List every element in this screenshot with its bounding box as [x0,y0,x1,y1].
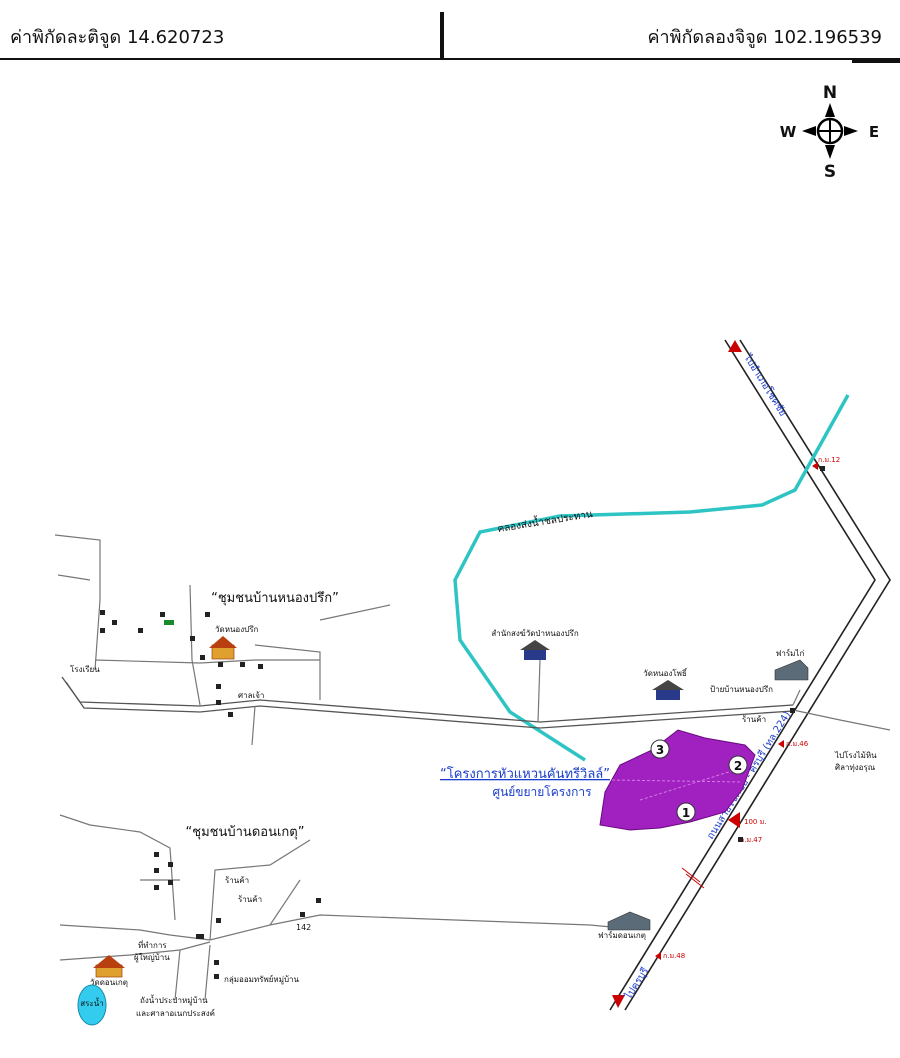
water-tank-label-2: และศาลาอเนกประสงค์ [136,1008,215,1018]
km-12-marker: ก.ม.12 [812,456,840,470]
community-nong-pruek: “ชุมชนบ้านหนองปรึก” [211,591,339,606]
temple-icon-2: วัดหนองโพธิ์ [643,667,688,700]
compass-e: E [869,123,879,141]
svg-text:100 ม.: 100 ม. [744,818,766,826]
wat-nong-pho-label: วัดหนองโพธิ์ [643,667,688,678]
latitude-label: ค่าพิกัดละติจูด 14.620723 [10,27,225,48]
header-rule-accent [852,60,900,63]
sign-village-label: ป้ายบ้านหนองปรึก [710,685,773,694]
number-142-label: 142 [296,923,311,932]
svg-text:ก.ม.46: ก.ม.46 [786,740,809,748]
km-48-marker: ก.ม.48 [655,952,685,960]
km-47-marker: 100 ม. ก.ม.47 [728,812,766,844]
irrigation-canal [453,394,850,762]
longitude-label: ค่าพิกัดลองจิจูด 102.196539 [647,27,882,48]
header-rule [0,58,900,60]
compass-n: N [823,83,837,103]
plot-2-label: 2 [734,759,742,773]
plot-1-label: 1 [682,806,690,820]
road-tick [681,867,701,883]
project-sub: ศูนย์ขยายโครงการ [492,785,592,800]
village-head-label-2: ผู้ใหญ่บ้าน [134,953,170,963]
right-side-label-2: ศิลาทุ่งอรุณ [835,763,876,772]
compass-s: S [824,162,836,182]
south-arrow-icon [612,995,625,1008]
farm-top-label: ฟาร์มไก่ [776,648,805,658]
wat-don-ket-label: วัดดอนเกตุ [90,978,128,987]
header-divider [440,12,444,60]
km-46-marker: ก.ม.46 [778,740,809,748]
svg-text:ก.ม.12: ก.ม.12 [818,456,840,464]
shop-label-1: ร้านค้า [742,715,766,724]
savings-label: กลุ่มออมทรัพย์หมู่บ้าน [224,974,300,985]
temple-icon-4: วัดดอนเกตุ [90,955,128,987]
water-tank-label-1: ถังน้ำประปาหมู่บ้าน [140,994,208,1006]
temple-icon-3: วัดหนองปรึก [209,625,259,660]
compass-rose-icon: N S W E [780,83,879,182]
pond-label: สระน้ำ [80,997,103,1008]
wat-nong-pruek-label: วัดหนองปรึก [215,625,259,634]
farm-bottom-label: ฟาร์มดอนเกตุ [598,930,646,940]
project-name: “โครงการหัวแหวนคันทรีวิลล์” [440,766,610,782]
village-head-label-1: ที่ทำการ [138,939,167,950]
right-side-label: ไปโรงไม้หิน [834,750,877,760]
canal-label: คลองส่งน้ำชลประทาน [496,506,593,535]
plot-3-label: 3 [656,743,664,757]
office-label: สำนักสงฆ์วัดป่าหนองปรึก [491,628,579,638]
school-label: โรงเรียน [70,664,100,674]
svg-text:ก.ม.47: ก.ม.47 [740,836,762,844]
pond [77,984,107,1026]
temple-icon: สำนักสงฆ์วัดป่าหนองปรึก [491,628,579,660]
compass-w: W [780,123,797,141]
svg-text:ก.ม.48: ก.ม.48 [663,952,685,960]
sala-label: ศาลเจ้า [238,691,264,700]
local-roads [54,534,891,1001]
to-north-label: ไปอำเภอโชคชัย [741,351,790,419]
shop-label-2: ร้านค้า [225,876,249,885]
building-icon: ฟาร์มไก่ [774,648,809,681]
road-tick-2 [685,873,705,889]
building-icon-2: ฟาร์มดอนเกตุ [598,911,651,940]
shop-label-3: ร้านค้า [238,895,262,904]
village-road [61,676,794,729]
project-plot: 3 2 1 [599,729,756,831]
coordinate-header: ค่าพิกัดละติจูด 14.620723 ค่าพิกัดลองจิจ… [0,0,900,63]
house-markers [100,466,825,979]
north-arrow-icon [728,340,742,352]
highway-224 [609,339,891,1011]
community-don-ket: “ชุมชนบ้านดอนเกตุ” [186,825,305,840]
